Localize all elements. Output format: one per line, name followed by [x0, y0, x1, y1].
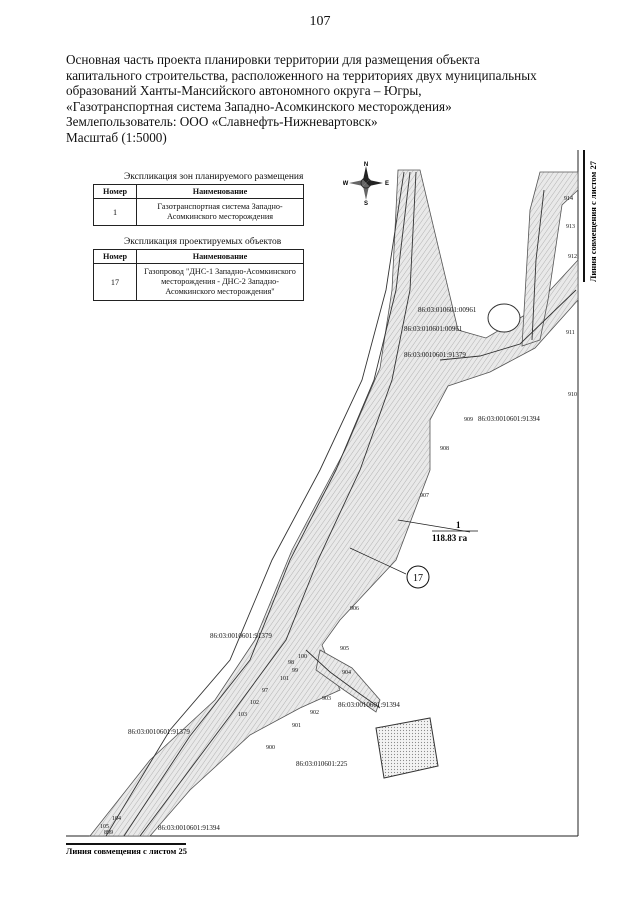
point-label: 102: [250, 700, 259, 706]
table-header-cell: Номер: [93, 249, 137, 264]
boundary-point-labels: 910 911 912 913 914 909 908 907 906 905 …: [100, 196, 577, 836]
parcel-label: 86:03:0010601:91379: [210, 632, 272, 640]
document-header: Основная часть проекта планировки террит…: [66, 52, 586, 146]
parcel-label: 86:03:010601:00961: [404, 325, 463, 333]
site-polygon: [375, 717, 439, 779]
table-header-cell: Наименование: [136, 184, 304, 199]
pipeline-line: [531, 189, 545, 341]
table-row: 1 Газотранспортная система Западно-Асомк…: [93, 198, 304, 226]
parcel-label: 86:03:0010601:91394: [338, 701, 400, 709]
point-label: 913: [566, 224, 575, 230]
point-label: 909: [464, 417, 473, 423]
point-label: 104: [112, 816, 121, 822]
point-label: 901: [292, 723, 301, 729]
object-marker-leader: [349, 547, 407, 575]
parcel-label: 86:03:010601:00961: [418, 306, 477, 314]
table-cell-name: Газопровод "ДНС-1 Западно-Асомкинского м…: [136, 263, 304, 301]
parcel-label: 86:03:0010601:91379: [128, 728, 190, 736]
compass-needle-south: [363, 183, 369, 200]
table-cell-number: 1: [93, 198, 137, 226]
point-label: 902: [310, 710, 319, 716]
parcel-label: 86:03:0010601:91394: [478, 415, 540, 423]
table-cell-name: Газотранспортная система Западно-Асомкин…: [136, 198, 304, 226]
header-line: образований Ханты-Мансийского автономног…: [66, 83, 422, 99]
table-header-row: Номер Наименование: [93, 184, 304, 199]
table-cell-number: 17: [93, 263, 137, 301]
object-marker-number: 17: [413, 573, 423, 584]
table-header-cell: Номер: [93, 184, 137, 199]
pipeline-line: [139, 171, 417, 837]
point-label: 912: [568, 254, 577, 260]
compass-needle-east: [366, 180, 383, 186]
pipeline-line: [439, 289, 577, 361]
point-label: 914: [564, 196, 573, 202]
header-line: «Газотранспортная система Западно-Асомки…: [66, 98, 452, 114]
zone-area: 118.83 га: [432, 533, 468, 543]
table-header-cell: Наименование: [136, 249, 304, 264]
point-label: 910: [568, 392, 577, 398]
compass-w: W: [343, 181, 349, 187]
point-label: 899: [104, 830, 113, 836]
pipeline-lines: [105, 171, 577, 837]
pipeline-line: [305, 649, 381, 709]
point-label: 908: [440, 446, 449, 452]
point-label: 905: [340, 646, 349, 652]
pipeline-line: [105, 171, 405, 837]
pipeline-line: [123, 171, 411, 837]
point-label: 100: [298, 654, 307, 660]
header-line: Землепользователь: ООО «Славнефть-Нижнев…: [66, 114, 378, 130]
planning-zone-corridor: [89, 169, 579, 837]
zone-number: 1: [456, 520, 461, 530]
compass-s: S: [364, 201, 368, 206]
point-label: 98: [288, 660, 294, 666]
compass-needle-north: [363, 166, 369, 183]
header-line: Основная часть проекта планировки террит…: [66, 52, 480, 67]
matchline-right-label: Линия совмещения с листом 27: [588, 160, 598, 282]
header-line: капитального строительства, расположенно…: [66, 67, 537, 83]
point-label: 911: [566, 330, 575, 336]
compass-rose-icon: N S E W: [343, 162, 389, 206]
well-pad-area: [487, 303, 521, 333]
point-label: 97: [262, 688, 268, 694]
point-label: 906: [350, 606, 359, 612]
objects-table-title: Экспликация проектируемых объектов: [124, 237, 282, 247]
parcel-label: 86:03:0010601:91394: [158, 824, 220, 832]
point-label: 105: [100, 824, 109, 830]
table-header-row: Номер Наименование: [93, 249, 304, 264]
parcel-label: 86:03:0010601:91379: [404, 351, 466, 359]
header-line: Масштаб (1:5000): [66, 129, 167, 145]
point-label: 903: [322, 696, 331, 702]
compass-needle-west: [349, 180, 366, 186]
compass-ring: [360, 177, 372, 189]
table-row: 17 Газопровод "ДНС-1 Западно-Асомкинског…: [93, 263, 304, 301]
point-label: 907: [420, 493, 429, 499]
zones-table: Номер Наименование 1 Газотранспортная си…: [93, 184, 304, 226]
objects-table: Номер Наименование 17 Газопровод "ДНС-1 …: [93, 249, 304, 301]
point-label: 900: [266, 745, 275, 751]
point-label: 99: [292, 668, 298, 674]
point-label: 103: [238, 712, 247, 718]
parcel-label: 86:03:010601:225: [296, 760, 348, 768]
page-number: 107: [309, 14, 331, 29]
matchline-bottom-label: Линия совмещения с листом 25: [66, 846, 187, 856]
compass-n: N: [364, 162, 368, 168]
zones-table-title: Экспликация зон планируемого размещения: [124, 172, 304, 182]
point-label: 904: [342, 670, 351, 676]
point-label: 101: [280, 676, 289, 682]
planning-zone-branch: [521, 171, 579, 347]
object-marker-circle: [406, 565, 430, 589]
compass-e: E: [385, 181, 389, 187]
zone-label-leader: [397, 519, 471, 533]
parcel-labels: 86:03:010601:00961 86:03:010601:00961 86…: [128, 306, 540, 832]
